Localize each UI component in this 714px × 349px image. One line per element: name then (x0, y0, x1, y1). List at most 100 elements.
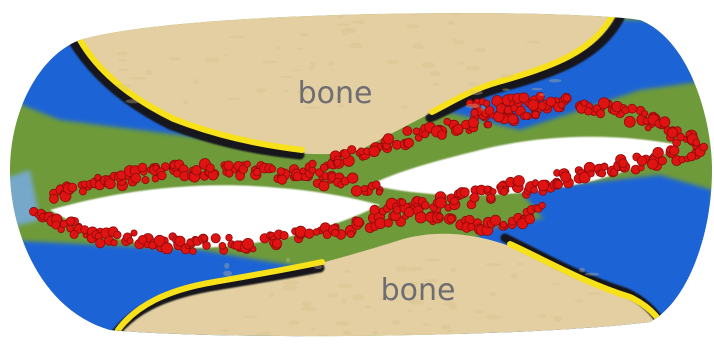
bone-speckle (453, 37, 457, 40)
bone-speckle (286, 258, 290, 263)
bone-speckle (442, 324, 451, 329)
red-cell (95, 174, 101, 180)
bone-speckle (502, 88, 509, 91)
bone-speckle (301, 307, 317, 311)
bone-speckle (224, 263, 229, 269)
red-cell (693, 139, 700, 146)
red-cell (532, 111, 539, 118)
red-cell (538, 102, 546, 110)
red-cell (508, 114, 518, 124)
bone-speckle (261, 60, 276, 63)
bone-speckle (486, 315, 499, 320)
bone-speckle (575, 299, 584, 303)
red-cell (444, 118, 451, 125)
bone-speckle (407, 12, 420, 16)
bone-speckle (373, 331, 379, 335)
red-cell (670, 146, 679, 155)
bone-speckle (220, 330, 230, 332)
red-cell (278, 175, 287, 184)
bone-speckle (469, 90, 483, 95)
bone-speckle (422, 324, 432, 326)
red-cell (369, 146, 380, 157)
bone-speckle (539, 93, 545, 96)
red-cell (225, 170, 233, 178)
red-cell (601, 163, 608, 170)
bone-speckle (131, 77, 147, 80)
bone-speckle (421, 336, 426, 339)
red-cell (383, 134, 393, 144)
bone-speckle (223, 54, 228, 57)
bone-speckle (117, 52, 128, 56)
red-cell (667, 128, 677, 138)
bone-speckle (276, 45, 281, 51)
bone-speckle (118, 69, 129, 72)
bone-speckle (183, 100, 188, 104)
bone-speckle (338, 15, 344, 19)
bone-speckle (391, 320, 400, 324)
bone-speckle (256, 88, 266, 92)
red-cell (660, 117, 670, 127)
bone-speckle (407, 310, 411, 312)
bone-speckle (551, 9, 558, 14)
bone-speckle (386, 60, 399, 64)
red-cell (485, 106, 494, 115)
bone-speckle (344, 270, 350, 273)
bone-speckle (425, 259, 440, 262)
bone-speckle (304, 306, 310, 310)
red-cell (320, 164, 327, 171)
bone-speckle (466, 66, 480, 71)
red-cell (68, 183, 77, 192)
red-cell (111, 240, 117, 246)
bone-speckle (471, 333, 477, 338)
bone-speckle (343, 331, 352, 336)
red-cell (319, 181, 329, 191)
red-cell (211, 234, 220, 243)
red-cell (436, 213, 443, 220)
bone-speckle (526, 41, 535, 43)
bone-speckle (448, 21, 455, 25)
bone-speckle (337, 284, 352, 288)
red-cell (484, 186, 491, 193)
bone-speckle (341, 298, 346, 304)
bone-speckle (475, 309, 485, 314)
bone-speckle (269, 293, 275, 298)
bone-speckle (284, 90, 289, 93)
red-cell (373, 181, 381, 189)
red-cell (79, 188, 86, 195)
bone-speckle (466, 104, 480, 108)
bone-speckle (223, 271, 232, 277)
red-cell (647, 159, 657, 169)
bone-speckle (297, 48, 303, 50)
red-cell (309, 160, 316, 167)
bone-speckle (585, 273, 599, 276)
red-cell (224, 161, 233, 170)
bone-speckle (426, 308, 434, 310)
bone-speckle (300, 33, 309, 36)
red-cell (658, 157, 666, 165)
red-cell (624, 116, 635, 127)
bone-speckle (302, 301, 312, 306)
bone-speckle (169, 57, 180, 60)
bone-speckle (328, 293, 338, 298)
bone-speckle (245, 316, 258, 319)
red-cell (555, 181, 563, 189)
bone-speckle (539, 314, 546, 318)
bone-speckle (440, 337, 446, 341)
red-cell (637, 156, 647, 166)
red-cell (190, 248, 197, 255)
red-cell (219, 242, 226, 249)
bone-speckle (447, 329, 454, 332)
bone-speckle (126, 99, 141, 103)
bone-speckle (115, 84, 130, 88)
bone-speckle (311, 328, 316, 331)
bone-speckle (432, 83, 439, 86)
bone-speckle (348, 43, 362, 49)
red-cell (351, 186, 362, 197)
bone-speckle (551, 283, 562, 285)
red-cell (131, 230, 137, 236)
red-cell (399, 199, 406, 206)
bone-speckle (228, 98, 242, 100)
bone-speckle (266, 10, 282, 14)
red-cell (470, 193, 479, 202)
